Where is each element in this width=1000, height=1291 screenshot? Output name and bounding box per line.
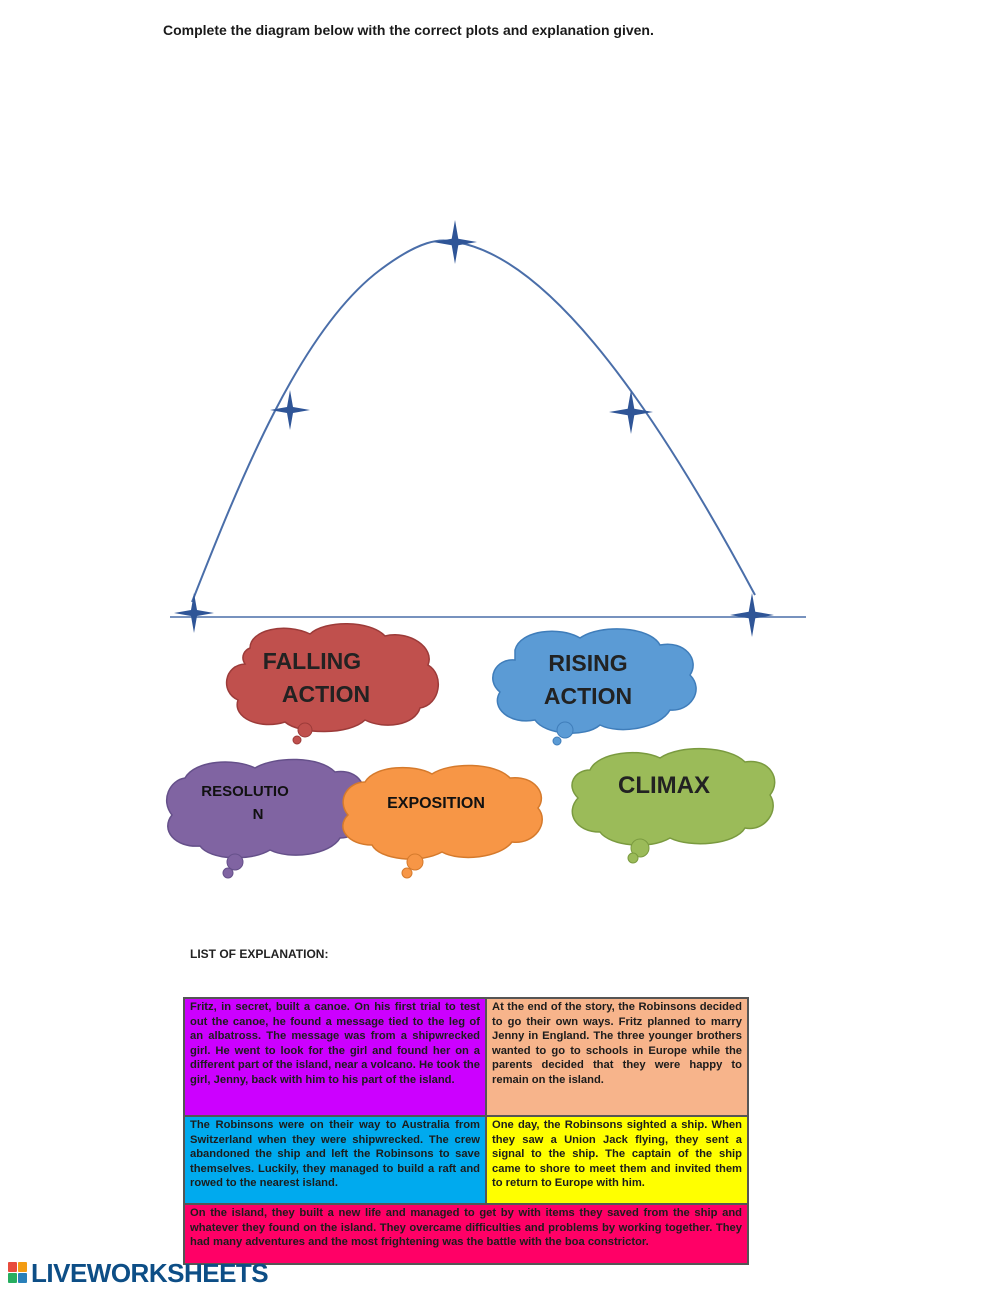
explanation-cell-island-life[interactable]: On the island, they built a new life and… xyxy=(184,1204,748,1264)
bubble-resolution-line1: RESOLUTIO xyxy=(201,783,289,800)
explanation-cell-ship-sighted[interactable]: One day, the Robinsons sighted a ship. W… xyxy=(486,1116,748,1204)
liveworksheets-logo-icon xyxy=(8,1262,28,1284)
bubble-climax-line1: CLIMAX xyxy=(618,772,710,799)
bubble-climax[interactable]: CLIMAX xyxy=(571,748,776,864)
bubble-rising-action[interactable]: RISING ACTION xyxy=(492,628,697,746)
explanation-cell-canoe[interactable]: Fritz, in secret, built a canoe. On his … xyxy=(184,998,486,1116)
plot-arc xyxy=(191,239,756,603)
plot-point-falling-star-icon[interactable] xyxy=(609,390,653,434)
liveworksheets-logo-text: LIVEWORKSHEETS xyxy=(31,1257,269,1288)
explanation-cell-shipwreck[interactable]: The Robinsons were on their way to Austr… xyxy=(184,1116,486,1204)
bubble-exposition[interactable]: EXPOSITION xyxy=(342,764,543,879)
list-of-explanation-title: LIST OF EXPLANATION: xyxy=(190,947,329,961)
bubble-exposition-line1: EXPOSITION xyxy=(387,795,485,812)
bubble-resolution[interactable]: RESOLUTIO N xyxy=(166,758,366,879)
bubble-falling-action-line2: ACTION xyxy=(282,681,370,707)
plot-point-rising-star-icon[interactable] xyxy=(270,390,310,430)
bubble-rising-action-line1: RISING xyxy=(548,650,627,676)
plot-point-climax-star-icon[interactable] xyxy=(433,220,477,264)
bubble-falling-action-line1: FALLING xyxy=(263,648,361,674)
instruction-text: Complete the diagram below with the corr… xyxy=(163,22,654,38)
bubble-resolution-line2: N xyxy=(253,806,264,823)
plot-diagram: FALLING ACTION RISING ACTION RESOLUTIO N… xyxy=(166,220,806,879)
explanation-table: Fritz, in secret, built a canoe. On his … xyxy=(183,997,749,1265)
bubble-rising-action-line2: ACTION xyxy=(544,683,632,709)
explanation-cell-end[interactable]: At the end of the story, the Robinsons d… xyxy=(486,998,748,1116)
bubble-falling-action[interactable]: FALLING ACTION xyxy=(225,623,439,745)
plot-point-end-star-icon[interactable] xyxy=(730,593,774,637)
liveworksheets-logo: LIVEWORKSHEETS xyxy=(8,1257,269,1288)
plot-point-start-star-icon[interactable] xyxy=(174,593,214,633)
